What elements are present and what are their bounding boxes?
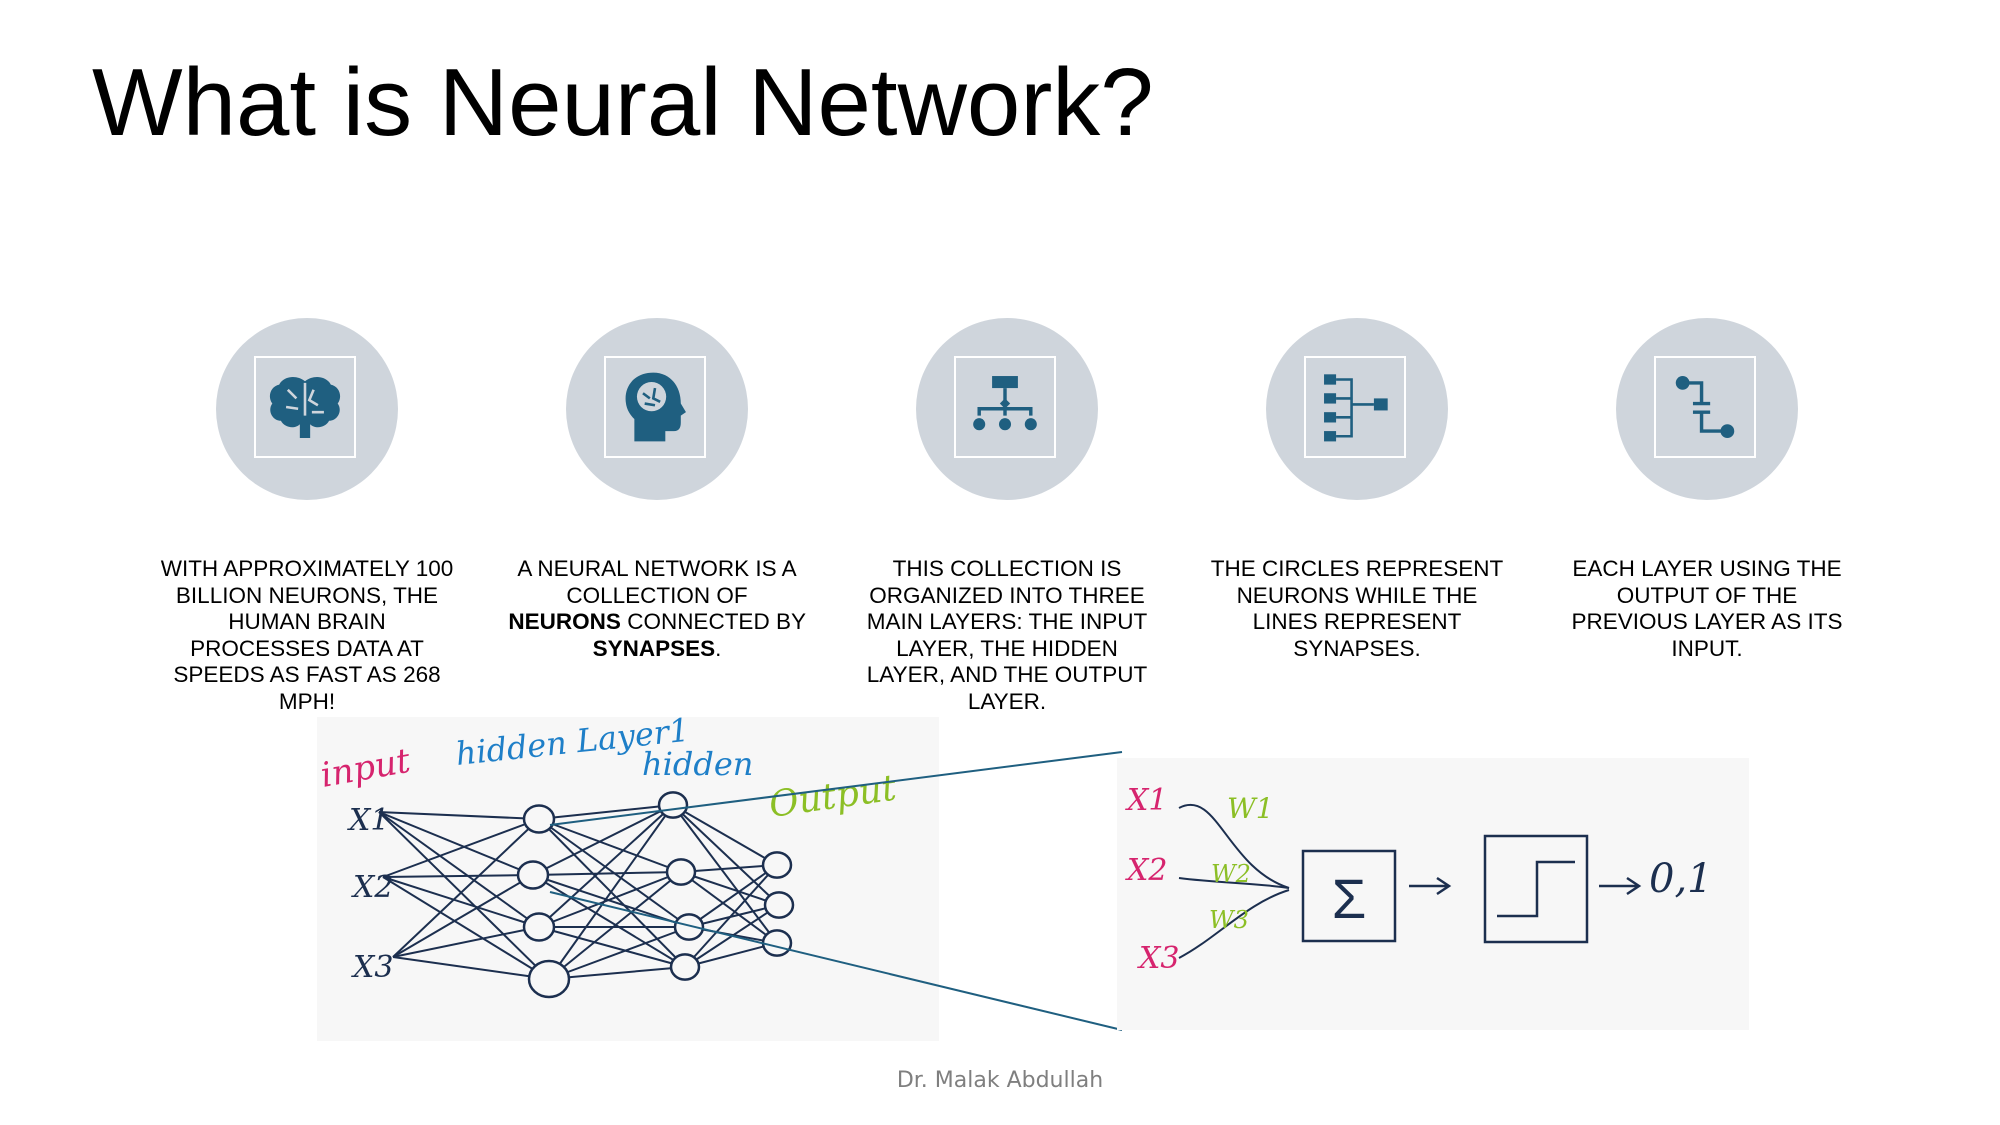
x1-label: X1: [347, 803, 389, 838]
flowchart-icon: [1324, 374, 1388, 442]
synapse-line: [538, 818, 686, 968]
icon-circle: [566, 318, 748, 500]
caption-text: connected by: [620, 609, 806, 634]
caption-bold-synapses: synapses: [592, 635, 716, 661]
brain-icon: [269, 376, 341, 438]
synapse-line: [680, 871, 780, 906]
neuron-node: [763, 891, 795, 919]
synapse-line: [392, 956, 550, 980]
synapse-line: [538, 818, 682, 873]
synapse-line: [392, 818, 540, 958]
neuron-node: [673, 913, 705, 941]
synapse-line: [378, 811, 550, 980]
x3-input: X3: [1137, 941, 1179, 976]
output-values: 0,1: [1649, 856, 1713, 902]
neuron-node: [657, 791, 689, 819]
synapse-line: [684, 942, 778, 968]
synapse-line: [680, 864, 778, 873]
synapse-line: [532, 871, 682, 876]
synapse-line: [378, 811, 540, 820]
synapse-line: [672, 804, 778, 944]
icon-frame: [254, 356, 356, 458]
icon-circle: [1266, 318, 1448, 500]
x2-label: X2: [351, 870, 393, 905]
caption-bold-neurons: neurons: [508, 609, 621, 634]
head-brain-icon: [625, 372, 686, 442]
icon-frame: [604, 356, 706, 458]
w2-weight: W2: [1211, 860, 1251, 888]
x3-label: X3: [351, 950, 393, 985]
synapse-line: [538, 804, 674, 820]
x2-input: X2: [1125, 853, 1167, 888]
synapse-line: [538, 871, 682, 928]
slide-title: What is Neural Network?: [92, 49, 1154, 156]
synapse-line: [382, 874, 534, 878]
synapse-line: [548, 966, 686, 980]
w1-weight: W1: [1227, 792, 1274, 825]
caption-layers: This collection is organized into three …: [866, 556, 1148, 714]
synapse-line: [538, 804, 674, 928]
synapse-line: [672, 804, 778, 866]
x1-input: X1: [1125, 783, 1167, 818]
caption-text: .: [715, 635, 722, 661]
neuron-node: [516, 860, 550, 890]
sum-symbol: Σ: [1332, 867, 1367, 930]
slide-footer: Dr. Malak Abdullah: [896, 1068, 1104, 1093]
neuron-diagram: X1 X2 X3 W1 W2 W3 Σ 0,1: [1125, 783, 1713, 976]
network-diagram: input hidden Layer1 hidden Output X1 X2 …: [318, 711, 899, 999]
network-sketch: input hidden Layer1 hidden Output X1 X2 …: [317, 711, 939, 1041]
hierarchy-icon: [973, 376, 1037, 431]
synapse-line: [548, 926, 690, 980]
synapse-line: [688, 864, 778, 928]
synapse-line: [680, 871, 778, 944]
connector-icon: [1675, 376, 1735, 438]
w3-weight: W3: [1209, 906, 1249, 934]
synapse-line: [378, 811, 534, 876]
synapse-line: [548, 871, 682, 980]
neuron-node: [522, 804, 556, 834]
synapse-line: [382, 818, 540, 878]
neuron-node: [665, 858, 697, 886]
caption-neurons: A neural network is a collection of neur…: [507, 556, 807, 662]
icon-frame: [1654, 356, 1756, 458]
synapse-line: [538, 926, 686, 968]
synapse-line: [548, 804, 674, 980]
neuron-node: [761, 851, 793, 879]
icon-circle: [1616, 318, 1798, 500]
synapse-line: [382, 876, 540, 928]
synapse-line: [684, 864, 778, 968]
synapse-line: [532, 874, 686, 968]
step-function-box: [1483, 834, 1589, 944]
synapse-line: [392, 874, 534, 958]
synapse-line: [688, 904, 780, 928]
synapse-line: [672, 804, 780, 906]
icon-frame: [954, 356, 1056, 458]
sum-box: [1301, 849, 1397, 943]
hidden-label: hidden: [642, 745, 753, 783]
synapse-line: [392, 926, 540, 958]
synapse-line: [378, 811, 540, 928]
synapse-line: [532, 804, 674, 876]
neuron-node: [527, 959, 571, 999]
caption-each-layer: Each layer using the output of the previ…: [1571, 556, 1843, 661]
neuron-node: [669, 953, 701, 981]
neuron-node: [522, 912, 556, 942]
neuron-sketch: X1 X2 X3 W1 W2 W3 Σ 0,1: [1117, 758, 1749, 1030]
caption-brain: With approximately 100 billion neurons, …: [160, 556, 454, 714]
icon-frame: [1304, 356, 1406, 458]
icon-circle: [916, 318, 1098, 500]
icon-circle: [216, 318, 398, 500]
caption-text: A neural network is a collection of: [517, 556, 797, 608]
synapse-line: [382, 876, 550, 980]
caption-circles: The circles represent neurons while the …: [1210, 556, 1504, 661]
